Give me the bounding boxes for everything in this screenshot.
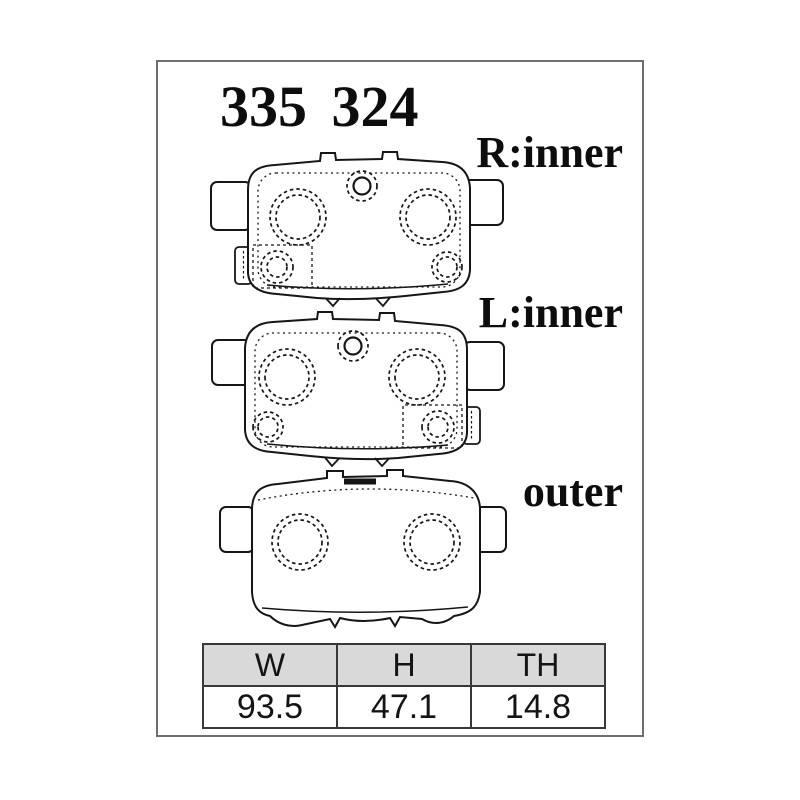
view-label-r-inner: R:inner: [476, 128, 623, 177]
col-header-width: W: [202, 643, 338, 687]
value-width: 93.5: [202, 685, 338, 729]
view-label-outer: outer: [522, 467, 623, 516]
brake-pad-drawing-r-inner: [209, 150, 505, 308]
col-header-height: H: [336, 643, 472, 687]
col-header-thickness: TH: [470, 643, 606, 687]
dimensions-table: W H TH 93.5 47.1 14.8: [202, 643, 606, 729]
brake-pad-drawing-outer: [219, 469, 507, 628]
part-number: 335 324: [220, 74, 419, 139]
brake-pad-drawing-l-inner: [210, 310, 506, 468]
dimensions-value-row: 93.5 47.1 14.8: [202, 685, 606, 729]
dimensions-header-row: W H TH: [202, 643, 606, 687]
view-label-l-inner: L:inner: [478, 288, 623, 337]
value-thickness: 14.8: [470, 685, 606, 729]
value-height: 47.1: [336, 685, 472, 729]
